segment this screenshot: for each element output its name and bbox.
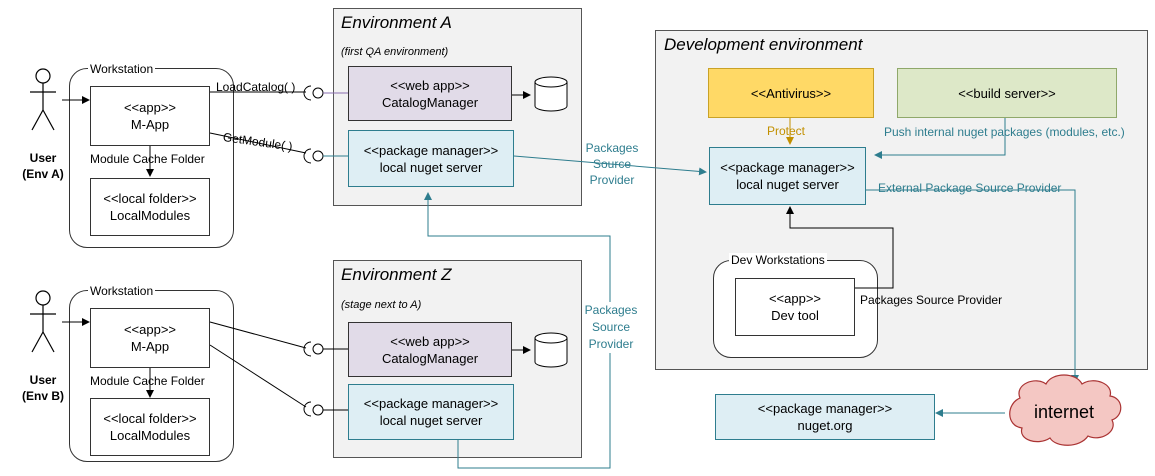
- m-app-a: <<app>>M-App: [90, 86, 210, 146]
- external-source-label: External Package Source Provider: [878, 181, 1062, 195]
- user-b-label: User(Env B): [22, 373, 64, 403]
- database-a-icon: [534, 76, 568, 112]
- cache-folder-label-a: Module Cache Folder: [90, 152, 205, 166]
- dev-env-title: Development environment: [664, 35, 863, 54]
- local-nuget-server-z: <<package manager>>local nuget server: [348, 384, 514, 440]
- user-a-figure: [30, 68, 56, 131]
- build-server: <<build server>>: [897, 68, 1117, 118]
- catalog-manager-a: <<web app>>CatalogManager: [348, 66, 512, 121]
- workstation-a-title: Workstation: [88, 62, 156, 76]
- dev-tool: <<app>>Dev tool: [735, 278, 855, 336]
- workstation-b-title: Workstation: [88, 284, 156, 298]
- local-modules-b: <<local folder>>LocalModules: [90, 398, 210, 456]
- env-a-title: Environment A: [341, 13, 452, 32]
- env-z-subtitle: (stage next to A): [341, 299, 422, 311]
- local-modules-a: <<local folder>>LocalModules: [90, 178, 210, 236]
- protect-label: Protect: [767, 124, 806, 138]
- dev-packages-source-provider-label: Packages Source Provider: [860, 293, 1003, 307]
- dev-workstations-title: Dev Workstations: [729, 253, 827, 267]
- local-nuget-server-dev: <<package manager>>local nuget server: [709, 147, 866, 205]
- local-nuget-server-a: <<package manager>>local nuget server: [348, 130, 514, 187]
- nuget-org: <<package manager>>nuget.org: [715, 394, 935, 440]
- antivirus: <<Antivirus>>: [708, 68, 874, 118]
- load-catalog-label: LoadCatalog( ): [216, 80, 296, 94]
- cache-folder-label-b: Module Cache Folder: [90, 374, 205, 388]
- user-a-label: User(Env A): [22, 151, 64, 181]
- user-b-figure: [30, 290, 56, 353]
- env-a-subtitle: (first QA environment): [341, 46, 449, 58]
- push-label: Push internal nuget packages (modules, e…: [884, 125, 1125, 139]
- database-z-icon: [534, 332, 568, 368]
- catalog-manager-z: <<web app>>CatalogManager: [348, 322, 512, 377]
- internet-label: internet: [1034, 402, 1095, 422]
- internet-cloud-icon: [1009, 374, 1122, 446]
- m-app-b: <<app>>M-App: [90, 308, 210, 368]
- env-z-title: Environment Z: [341, 265, 452, 284]
